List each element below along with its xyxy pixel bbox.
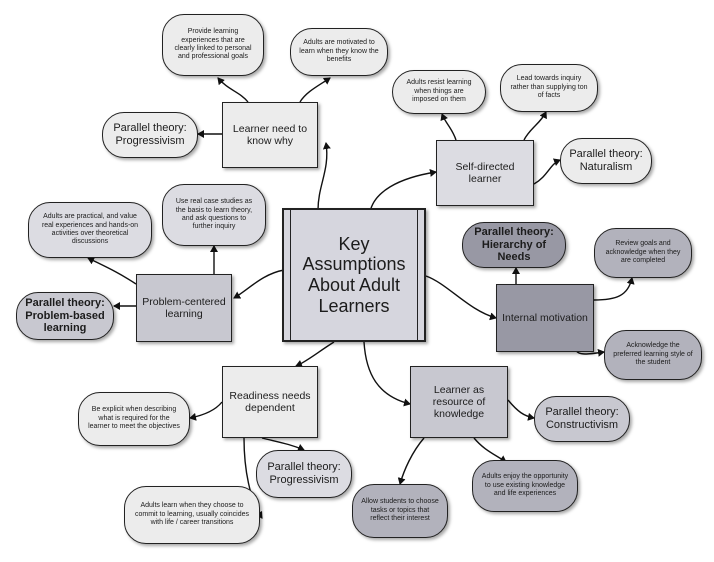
learner-need-goals-note: Provide learning experiences that are cl… [162, 14, 264, 76]
edge-learner-need-benefits [299, 77, 331, 103]
readiness-commit-note: Adults learn when they choose to commit … [124, 486, 260, 544]
center-right-bar [417, 210, 418, 340]
problem-theory-text: Parallel theory: Problem-based learning [25, 297, 105, 335]
edge-learner-need-goals [217, 77, 249, 103]
self-directed-theory-text: Parallel theory: Naturalism [569, 148, 643, 173]
edge-self-directed-resist [440, 113, 457, 141]
motivation-style-note: Acknowledge the preferred learning style… [604, 330, 702, 380]
learner-need-goals-text: Provide learning experiences that are cl… [174, 28, 252, 61]
problem-centered-node: Problem-centered learning [136, 274, 232, 342]
problem-casestudies-note: Use real case studies as the basis to le… [162, 184, 266, 246]
edge-motivation-goals [593, 277, 635, 301]
readiness-label: Readiness needs dependent [229, 389, 311, 414]
readiness-explicit-note: Be explicit when describing what is requ… [78, 392, 190, 446]
resource-theory-text: Parallel theory: Constructivism [545, 406, 619, 431]
edge-center-motivation [425, 275, 497, 321]
self-directed-theory-bubble: Parallel theory: Naturalism [560, 138, 652, 184]
key-assumptions-center-box: Key Assumptions About Adult Learners [282, 208, 426, 342]
motivation-hierarchy-bubble: Parallel theory: Hierarchy of Needs [462, 222, 566, 268]
edge-readiness-explicit [189, 401, 223, 421]
problem-centered-label: Problem-centered learning [142, 295, 226, 320]
self-directed-label: Self-directed learner [455, 160, 515, 185]
resource-interest-note: Allow students to choose tasks or topics… [352, 484, 448, 538]
learner-need-label: Learner need to know why [232, 122, 308, 147]
edge-self-directed-inquiry [523, 111, 547, 141]
self-directed-resist-text: Adults resist learning when things are i… [406, 79, 472, 104]
motivation-goals-note: Review goals and acknowledge when they a… [594, 228, 692, 278]
self-directed-resist-note: Adults resist learning when things are i… [392, 70, 486, 114]
edge-resource-interest [397, 437, 425, 485]
edge-problem-practical [87, 257, 137, 285]
learner-need-node: Learner need to know why [222, 102, 318, 168]
edge-center-resource [363, 341, 411, 407]
resource-experience-text: Adults enjoy the opportunity to use exis… [481, 473, 569, 498]
self-directed-inquiry-text: Lead towards inquiry rather than supplyi… [510, 75, 588, 100]
edge-center-learner-need [317, 142, 331, 211]
internal-motivation-node: Internal motivation [496, 284, 594, 352]
motivation-hierarchy-text: Parallel theory: Hierarchy of Needs [474, 226, 554, 264]
readiness-theory-bubble: Parallel theory: Progressivism [256, 450, 352, 498]
resource-theory-bubble: Parallel theory: Constructivism [534, 396, 630, 442]
motivation-goals-text: Review goals and acknowledge when they a… [605, 240, 681, 265]
resource-node: Learner as resource of knowledge [410, 366, 508, 438]
problem-practical-note: Adults are practical, and value real exp… [28, 202, 152, 258]
readiness-explicit-text: Be explicit when describing what is requ… [88, 406, 180, 431]
edge-resource-experience [473, 437, 507, 463]
resource-interest-text: Allow students to choose tasks or topics… [361, 498, 439, 523]
center-left-bar [290, 210, 291, 340]
learner-need-benefits-note: Adults are motivated to learn when they … [290, 28, 388, 76]
learner-need-benefits-text: Adults are motivated to learn when they … [299, 39, 379, 64]
problem-casestudies-text: Use real case studies as the basis to le… [175, 198, 253, 231]
resource-experience-note: Adults enjoy the opportunity to use exis… [472, 460, 578, 512]
edge-readiness-theory [261, 437, 305, 452]
readiness-theory-text: Parallel theory: Progressivism [267, 461, 341, 486]
learner-need-theory-bubble: Parallel theory: Progressivism [102, 112, 198, 158]
self-directed-inquiry-note: Lead towards inquiry rather than supplyi… [500, 64, 598, 112]
internal-motivation-label: Internal motivation [502, 311, 588, 324]
edge-center-problem [233, 269, 285, 299]
resource-label: Learner as resource of knowledge [432, 383, 486, 421]
self-directed-node: Self-directed learner [436, 140, 534, 206]
edge-center-self-directed [369, 168, 437, 213]
readiness-node: Readiness needs dependent [222, 366, 318, 438]
problem-practical-text: Adults are practical, and value real exp… [41, 213, 139, 246]
problem-theory-bubble: Parallel theory: Problem-based learning [16, 292, 114, 340]
edge-resource-constructivism [507, 399, 535, 421]
center-title: Key Assumptions About Adult Learners [302, 233, 406, 316]
learner-need-theory-text: Parallel theory: Progressivism [113, 122, 187, 147]
edge-self-directed-naturalism [533, 158, 561, 185]
edge-center-readiness [295, 341, 335, 368]
readiness-commit-text: Adults learn when they choose to commit … [135, 502, 249, 527]
motivation-style-text: Acknowledge the preferred learning style… [613, 342, 693, 367]
